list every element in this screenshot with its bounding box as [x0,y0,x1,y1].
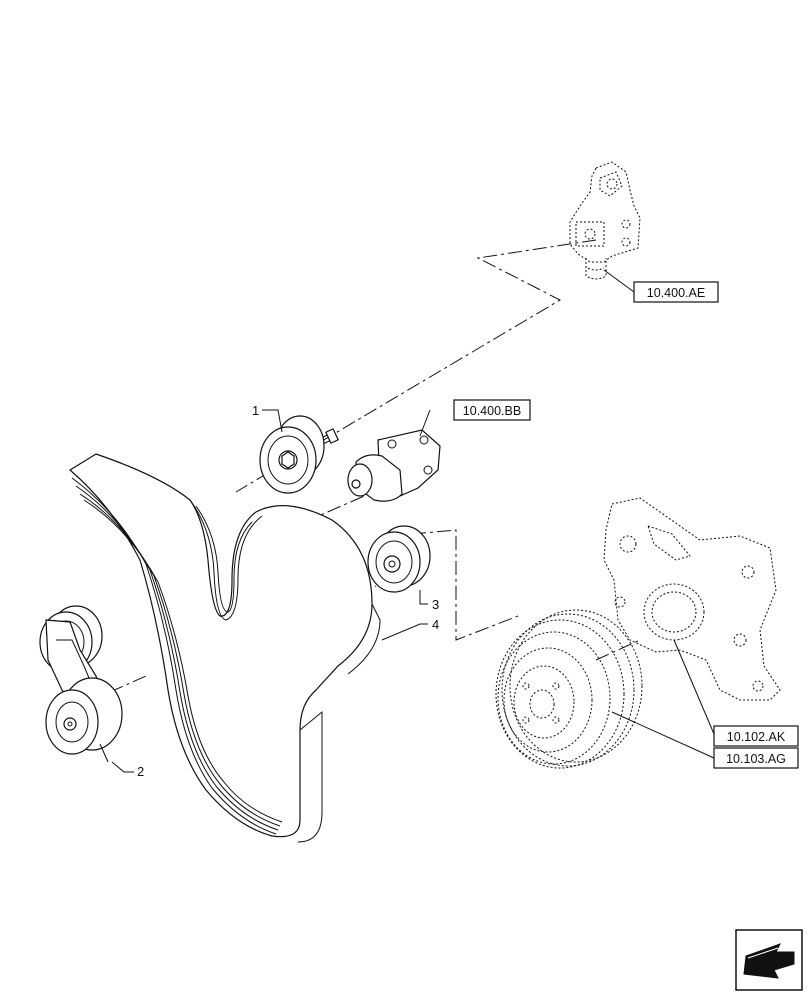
ref-label-damper: 10.103.AG [726,752,786,766]
ref-label-thermostat: 10.400.BB [463,404,521,418]
ref-label-water-pump: 10.400.AE [647,286,705,300]
front-cover [603,497,781,701]
ref-box-front-cover[interactable]: 10.102.AK [713,725,799,747]
callout-1: 1 [252,403,259,418]
callout-2: 2 [137,764,144,779]
arrow-icon[interactable] [735,929,803,991]
callout-3: 3 [432,597,439,612]
ref-box-water-pump[interactable]: 10.400.AE [633,281,719,303]
ref-box-damper[interactable]: 10.103.AG [713,747,799,769]
ref-box-thermostat[interactable]: 10.400.BB [453,399,531,421]
ref-label-front-cover: 10.102.AK [727,730,786,744]
belt-tensioner [39,605,123,763]
idler-pulley-lower [367,525,431,593]
serpentine-belt [68,453,381,843]
callout-leaders [111,269,715,773]
idler-pulley [259,415,339,494]
callout-4: 4 [432,617,439,632]
vibration-damper [495,609,643,769]
thermostat-housing [347,429,441,502]
water-pump [569,161,641,280]
